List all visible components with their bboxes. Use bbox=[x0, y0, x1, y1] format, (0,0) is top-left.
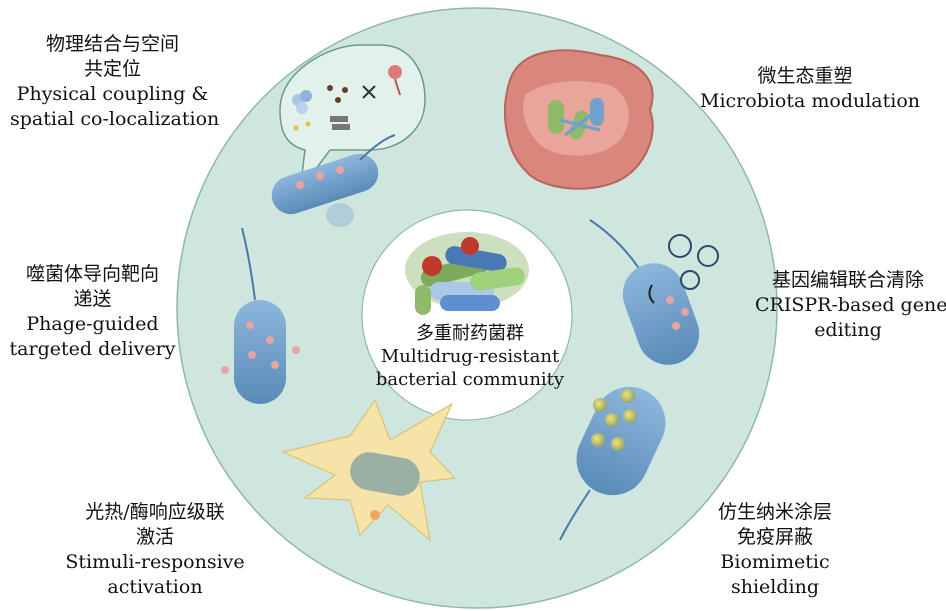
label-en: Microbiota modulation bbox=[700, 90, 921, 112]
label-zh: 物理结合与空间 bbox=[45, 33, 179, 55]
label-zh: 共定位 bbox=[83, 58, 141, 80]
label-en: activation bbox=[107, 576, 203, 598]
label-en: spatial co-localization bbox=[10, 108, 220, 130]
label-phage-guided: 噬菌体导向靶向 递送 Phage-guided targeted deliver… bbox=[5, 262, 180, 362]
label-en: editing bbox=[814, 319, 882, 341]
label-en: shielding bbox=[730, 576, 820, 598]
bacterial-community-icon bbox=[405, 232, 529, 315]
label-biomimetic: 仿生纳米涂层 免疫屏蔽 Biomimetic shielding bbox=[690, 500, 860, 600]
label-physical-coupling: 物理结合与空间 共定位 Physical coupling & spatial … bbox=[10, 32, 220, 132]
label-en: Biomimetic bbox=[720, 551, 830, 573]
nanoparticle-icon bbox=[292, 90, 312, 114]
label-zh: 光热/酶响应级联 bbox=[85, 501, 225, 523]
label-zh: 递送 bbox=[73, 288, 112, 310]
label-microbiota-modulation: 微生态重塑 Microbiota modulation bbox=[700, 64, 921, 114]
center-en: bacterial community bbox=[375, 369, 565, 390]
label-en: Stimuli-responsive bbox=[65, 551, 245, 573]
label-zh: 免疫屏蔽 bbox=[736, 526, 813, 548]
phage-guided-illustration bbox=[221, 227, 300, 404]
crispr-illustration bbox=[589, 219, 719, 365]
label-en: targeted delivery bbox=[9, 338, 176, 360]
phage-icon bbox=[221, 321, 300, 374]
label-zh: 激活 bbox=[135, 526, 174, 548]
center-zh: 多重耐药菌群 bbox=[416, 323, 524, 344]
center-en: Multidrug-resistant bbox=[380, 346, 560, 367]
label-en: Phage-guided bbox=[26, 313, 159, 335]
label-zh: 微生态重塑 bbox=[757, 65, 853, 87]
label-zh: 基因编辑联合清除 bbox=[771, 269, 924, 291]
label-crispr: 基因编辑联合清除 CRISPR-based gene editing bbox=[755, 268, 946, 343]
nanoparticle-icon bbox=[591, 389, 637, 451]
center-label: 多重耐药菌群 Multidrug-resistant bacterial com… bbox=[360, 322, 580, 391]
plasmid-icon bbox=[668, 234, 719, 290]
label-zh: 噬菌体导向靶向 bbox=[25, 263, 159, 285]
burst-icon bbox=[281, 398, 457, 542]
label-stimuli-responsive: 光热/酶响应级联 激活 Stimuli-responsive activatio… bbox=[55, 500, 255, 600]
label-en: Physical coupling & bbox=[16, 83, 209, 105]
intestine-icon bbox=[504, 49, 654, 190]
label-zh: 仿生纳米涂层 bbox=[717, 501, 832, 523]
physical-coupling-illustration bbox=[271, 44, 426, 227]
phage-icon bbox=[388, 65, 402, 96]
label-en: CRISPR-based gene bbox=[755, 294, 946, 316]
biomimetic-illustration bbox=[559, 386, 666, 541]
